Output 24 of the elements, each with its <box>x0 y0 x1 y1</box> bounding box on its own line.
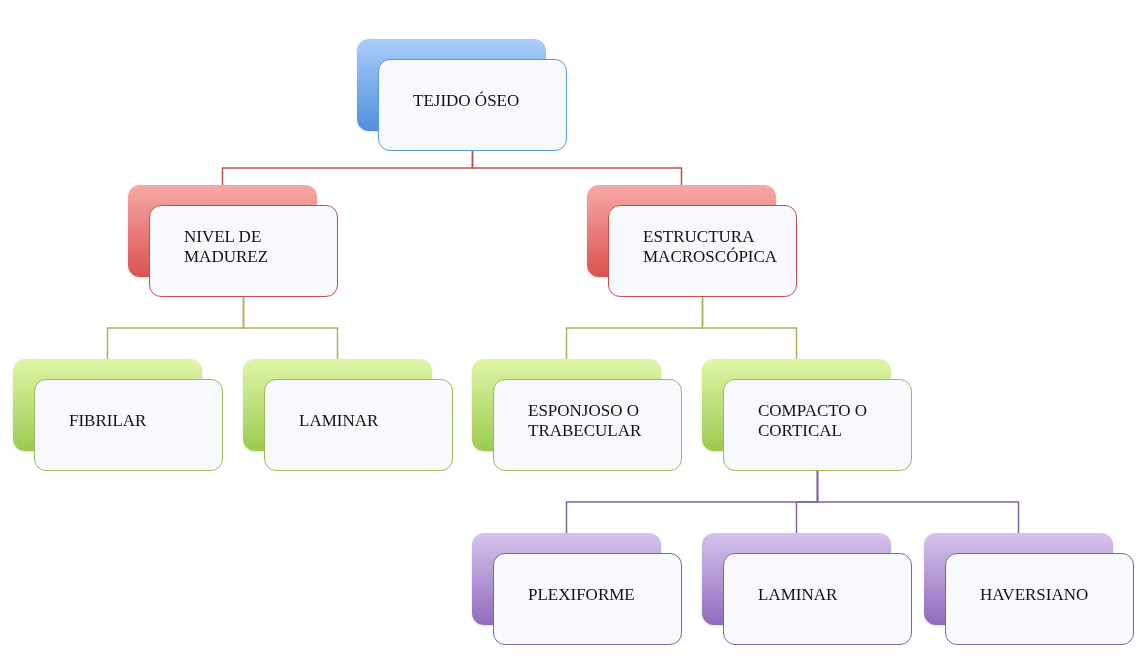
stacked-card <box>357 39 567 151</box>
stacked-card <box>587 185 797 297</box>
node-label: LAMINAR <box>299 411 379 431</box>
node-label: ESTRUCTURA MACROSCÓPICA <box>643 227 779 267</box>
node-label: FIBRILAR <box>69 411 147 431</box>
node-label: PLEXIFORME <box>528 585 635 605</box>
node-label: LAMINAR <box>758 585 838 605</box>
node-label: NIVEL DE MADUREZ <box>184 227 270 267</box>
connector-line <box>701 296 798 360</box>
connector-line <box>471 150 683 186</box>
stacked-card <box>472 533 682 645</box>
stacked-card <box>924 533 1134 645</box>
connector-line <box>816 470 1020 534</box>
stacked-card <box>702 533 912 645</box>
node-label: ESPONJOSO O TRABECULAR <box>528 401 643 441</box>
stacked-card <box>702 359 912 471</box>
node-label: TEJIDO ÓSEO <box>413 91 520 111</box>
connector-line <box>242 296 339 360</box>
node-label: COMPACTO O CORTICAL <box>758 401 869 441</box>
stacked-card <box>472 359 682 471</box>
stacked-card <box>243 359 453 471</box>
node-label: HAVERSIANO <box>980 585 1089 605</box>
stacked-card <box>128 185 338 297</box>
stacked-card <box>13 359 223 471</box>
